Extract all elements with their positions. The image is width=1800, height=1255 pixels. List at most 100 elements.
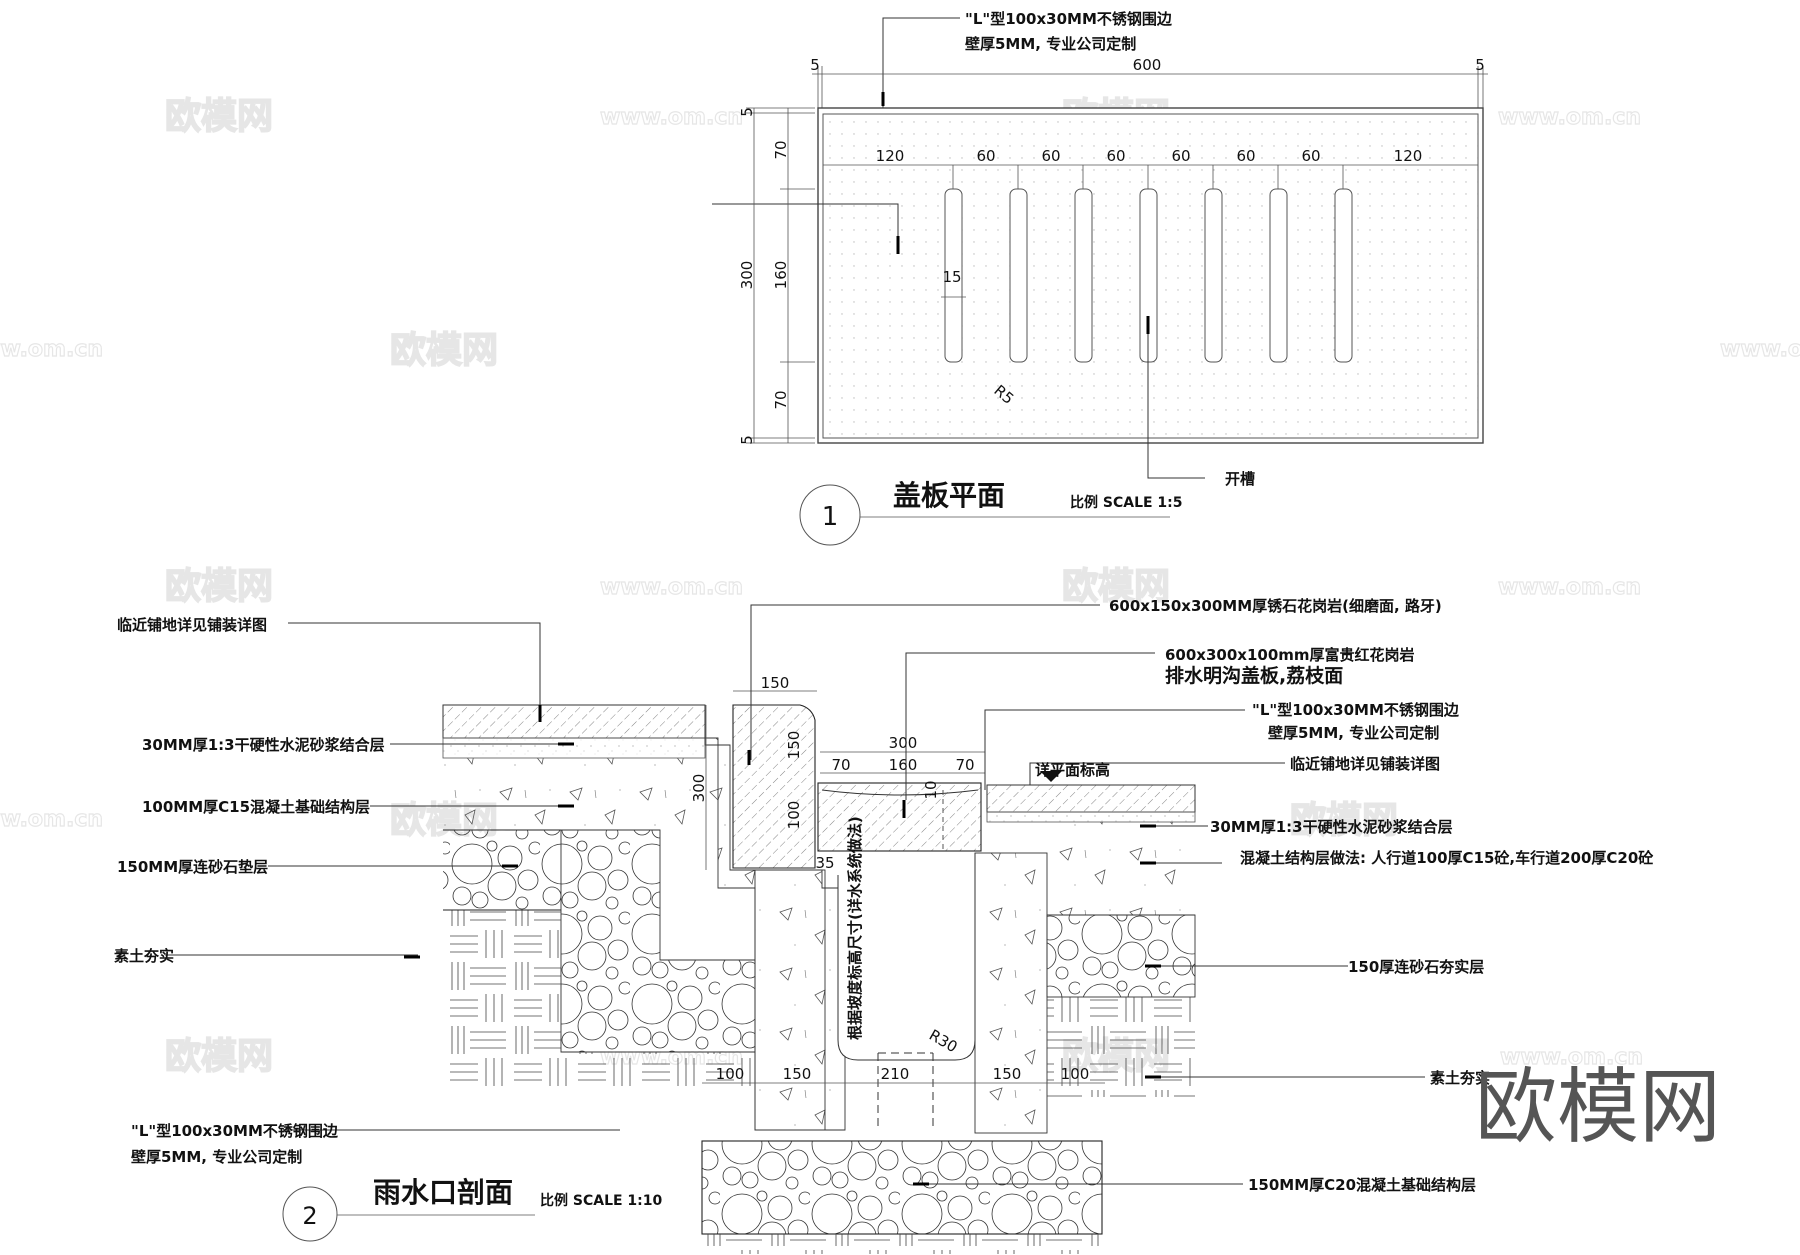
dim-left-bottom-edge: 5	[738, 435, 756, 445]
dim-slot: 60	[1041, 147, 1060, 165]
label-right-mortar: 30MM厚1:3干硬性水泥砂浆结合层	[1210, 818, 1453, 836]
label-right-soil: 素土夯实	[1430, 1069, 1490, 1087]
dim-cover-part: 160	[889, 756, 918, 774]
drawing-number-circle	[282, 1186, 338, 1242]
watermark-logo: 欧模网	[390, 330, 498, 371]
dim-slot: 120	[1394, 147, 1423, 165]
right-concrete-layer	[1047, 822, 1195, 915]
vertical-note: 根据坡度标高尺寸(详水系统做法)	[846, 816, 864, 1040]
dim-left-total: 300	[738, 261, 756, 290]
right-soil	[1047, 997, 1195, 1097]
dim-curb-height: 300	[690, 774, 708, 803]
plan-scale: 比例 SCALE 1:5	[1070, 494, 1183, 511]
drawing-number-circle	[799, 484, 861, 546]
dim-left-bottom: 70	[772, 390, 790, 409]
watermark-logo-large: 欧模网	[1475, 1060, 1721, 1155]
watermark-logo: 欧模网	[1290, 800, 1398, 841]
slot	[1269, 188, 1288, 363]
leader-line	[288, 622, 541, 720]
slots	[944, 165, 1353, 363]
label-left-gravel: 150MM厚连砂石垫层	[117, 858, 268, 876]
left-concrete-layer	[443, 758, 718, 830]
dim-curb-top: 150	[785, 731, 803, 760]
drain-cover-plate	[817, 782, 982, 852]
dim-slot: 60	[1171, 147, 1190, 165]
dim-cover-part: 70	[831, 756, 850, 774]
dim-top-left: 5	[810, 56, 820, 74]
watermark-url: www.om.cn	[0, 807, 103, 832]
watermark-url: www.om.cn	[0, 337, 103, 362]
dim-slot: 60	[1106, 147, 1125, 165]
slot	[1009, 188, 1028, 363]
dim-left-middle: 160	[772, 261, 790, 290]
label-right-concrete: 混凝土结构层做法: 人行道100厚C15砼,车行道200厚C20砼	[1240, 849, 1654, 867]
label-curb-stone: 600x150x300MM厚锈石花岗岩(细磨面, 路牙)	[1109, 597, 1442, 615]
left-concrete-wall	[704, 737, 846, 1131]
label-bottom-edge-line1: "L"型100x30MM不锈钢围边	[131, 1122, 339, 1140]
plan-title: 盖板平面	[893, 479, 1005, 512]
edge-note-line1: "L"型100x30MM不锈钢围边	[965, 10, 1173, 28]
right-paving-layer	[986, 784, 1196, 813]
dim-slot: 120	[876, 147, 905, 165]
label-cover-line1: 600x300x100mm厚富贵红花岗岩	[1165, 646, 1415, 664]
dim-groove: 10	[922, 780, 940, 799]
leader-line	[905, 652, 1155, 800]
watermark-logo: 欧模网	[165, 566, 273, 607]
dim-cover-depth: 100	[785, 801, 803, 830]
label-left-paving: 临近铺地详见铺装详图	[117, 616, 267, 634]
dim-left-top: 70	[772, 140, 790, 159]
label-right-paving: 临近铺地详见铺装详图	[1290, 755, 1440, 773]
edge-note-line2: 壁厚5MM, 专业公司定制	[965, 35, 1136, 53]
drain-section: 详平面标高 根据坡度标高尺寸(详水系统做法) 150 300 150 100 3…	[114, 597, 1654, 1254]
watermark-logo: 欧模网	[165, 96, 273, 137]
left-gravel-layer	[443, 830, 561, 910]
slot	[944, 188, 963, 363]
label-bottom-edge-line2: 壁厚5MM, 专业公司定制	[131, 1148, 302, 1166]
drawing-number: 2	[302, 1202, 317, 1230]
label-right-gravel: 150厚连砂石夯实层	[1348, 958, 1484, 976]
label-left-soil: 素土夯实	[114, 947, 174, 965]
label-edge-line1: "L"型100x30MM不锈钢围边	[1252, 701, 1460, 719]
right-concrete-wall	[974, 852, 1048, 1134]
label-left-mortar: 30MM厚1:3干硬性水泥砂浆结合层	[142, 736, 385, 754]
section-scale: 比例 SCALE 1:10	[540, 1192, 663, 1209]
watermark-url: www.om.cn	[1498, 575, 1641, 600]
dim-bottom: 150	[783, 1065, 812, 1083]
drawing-number: 1	[822, 502, 839, 532]
dim-bottom: 210	[881, 1065, 910, 1083]
left-paving-layer	[442, 704, 706, 739]
dim-bottom: 100	[1061, 1065, 1090, 1083]
dim-bottom: 150	[993, 1065, 1022, 1083]
watermark-url: www.om.cn	[600, 105, 743, 130]
watermark-logo: 欧模网	[165, 1036, 273, 1077]
dim-slot: 60	[1236, 147, 1255, 165]
watermark-url: www.om.cn	[600, 575, 743, 600]
watermark-url: www.om.cn	[1720, 337, 1800, 362]
label-cover-line2: 排水明沟盖板,荔枝面	[1165, 664, 1343, 687]
dim-cover-total: 300	[889, 734, 918, 752]
label-edge-line2: 壁厚5MM, 专业公司定制	[1268, 724, 1439, 742]
dim-bottom: 100	[716, 1065, 745, 1083]
watermarks: 欧模网 www.om.cn 欧模网 www.om.cn www.om.cn 欧模…	[0, 95, 1800, 1078]
right-mortar-layer	[986, 811, 1196, 823]
slot	[1334, 188, 1353, 363]
slot-dimensions: 120 60 60 60 60 60 60 120	[876, 147, 1423, 165]
section-title: 雨水口剖面	[373, 1176, 513, 1209]
dim-left-top-edge: 5	[738, 107, 756, 117]
dim-slot: 60	[1301, 147, 1320, 165]
leader-line	[882, 17, 960, 108]
label-left-concrete: 100MM厚C15混凝土基础结构层	[142, 798, 370, 816]
watermark-logo: 欧模网	[1062, 566, 1170, 607]
leader-line	[984, 709, 1245, 790]
watermark-url: www.om.cn	[1500, 1045, 1643, 1070]
dim-slot-width: 15	[942, 268, 961, 286]
dim-slot: 60	[976, 147, 995, 165]
curb-stone	[732, 704, 816, 869]
dim-top-right: 5	[1475, 56, 1485, 74]
dim-gap: 35	[815, 854, 834, 872]
right-gravel-layer	[1046, 914, 1196, 998]
leader-line	[1147, 318, 1205, 479]
base-slab	[701, 1140, 1103, 1235]
dim-top-middle: 600	[1133, 56, 1162, 74]
